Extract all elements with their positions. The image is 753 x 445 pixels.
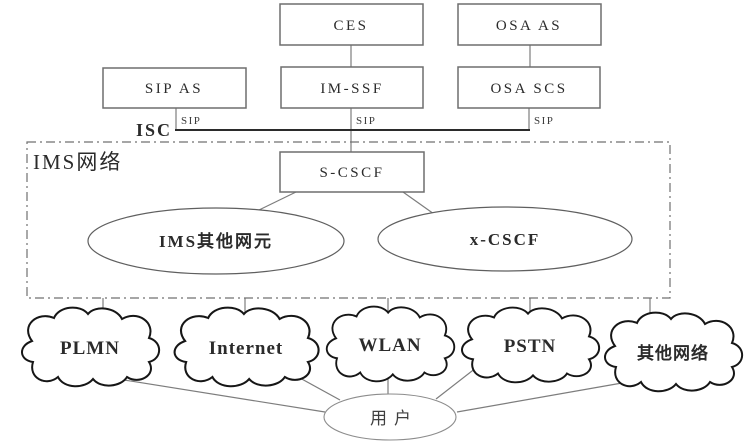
- cloud-internet: Internet: [173, 306, 320, 388]
- cloud-internet-label: Internet: [209, 338, 283, 359]
- node-s-cscf-box: [279, 151, 425, 193]
- node-im-ssf: IM-SSF: [280, 66, 424, 109]
- node-x-cscf-label: x-CSCF: [470, 230, 541, 249]
- node-ces-label: CES: [333, 18, 368, 34]
- sip-label-right: SIP: [534, 115, 554, 127]
- node-sip-as-box: [102, 67, 247, 109]
- node-osa-as-box: [457, 3, 602, 46]
- ims-network-region: [26, 141, 671, 299]
- node-ims-other: IMS其他网元: [87, 207, 345, 275]
- node-osa-scs-box: [457, 66, 601, 109]
- sip-label-middle: SIP: [356, 115, 376, 127]
- node-s-cscf-label: S-CSCF: [319, 165, 384, 181]
- node-x-cscf-shape: [377, 206, 633, 272]
- node-x-cscf: x-CSCF: [377, 206, 633, 272]
- edge-scscf-xcscf: [402, 191, 435, 215]
- node-sip-as-label: SIP AS: [145, 81, 203, 97]
- edge-plmn-user: [117, 378, 326, 413]
- node-osa-scs: OSA SCS: [457, 66, 601, 109]
- node-im-ssf-box: [280, 66, 424, 109]
- sip-label-left: SIP: [181, 115, 201, 127]
- node-ces: CES: [279, 3, 424, 46]
- cloud-pstn-label: PSTN: [504, 336, 557, 357]
- node-s-cscf: S-CSCF: [279, 151, 425, 193]
- node-user: 用户: [323, 393, 457, 441]
- node-osa-as-label: OSA AS: [496, 18, 562, 34]
- node-user-label: 用户: [370, 409, 418, 428]
- node-osa-scs-label: OSA SCS: [490, 81, 567, 97]
- node-sip-as: SIP AS: [102, 67, 247, 109]
- node-ims-other-shape: [87, 207, 345, 275]
- node-osa-as: OSA AS: [457, 3, 602, 46]
- cloud-wlan-label: WLAN: [358, 335, 421, 356]
- edge-othernet-user: [456, 382, 623, 413]
- cloud-pstn: PSTN: [460, 306, 601, 384]
- cloud-other-network-label: 其他网络: [637, 343, 709, 363]
- node-im-ssf-label: IM-SSF: [320, 81, 383, 97]
- node-ims-other-label: IMS其他网元: [159, 231, 273, 251]
- cloud-other-network: 其他网络: [603, 311, 744, 393]
- edge-scscf-imsother: [258, 191, 297, 211]
- ims-network-region-label: IMS网络: [33, 150, 122, 174]
- cloud-plmn-label: PLMN: [60, 338, 120, 359]
- cloud-plmn: PLMN: [20, 306, 161, 388]
- node-user-shape: [323, 393, 457, 441]
- isc-label: ISC: [136, 120, 172, 140]
- cloud-wlan: WLAN: [325, 305, 456, 383]
- node-ces-box: [279, 3, 424, 46]
- edges: [102, 45, 651, 413]
